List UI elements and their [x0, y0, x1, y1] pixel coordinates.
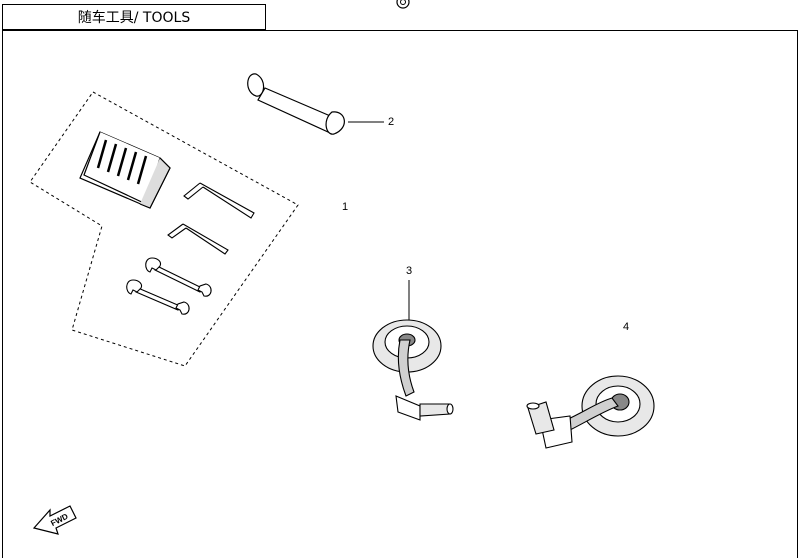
frame-border-left	[2, 4, 3, 558]
registration-mark	[396, 0, 410, 9]
callout-1: 1	[342, 201, 349, 213]
mirror-left-icon	[372, 319, 454, 421]
callout-3: 3	[406, 265, 413, 277]
callout-4: 4	[623, 321, 630, 333]
fwd-arrow-icon: FWD	[32, 505, 77, 535]
rod-part-icon	[247, 73, 345, 135]
frame-border-right	[797, 30, 798, 558]
hex-key-large-icon	[183, 182, 255, 219]
tool-kit-outline	[29, 91, 299, 367]
mirror-right-icon	[526, 375, 655, 449]
open-wrench-1-icon	[145, 257, 212, 297]
callout-2: 2	[388, 116, 395, 128]
tool-pouch-icon	[79, 131, 171, 209]
open-wrench-2-icon	[126, 279, 190, 315]
frame-border-top	[2, 30, 798, 31]
hex-key-small-icon	[167, 223, 229, 255]
